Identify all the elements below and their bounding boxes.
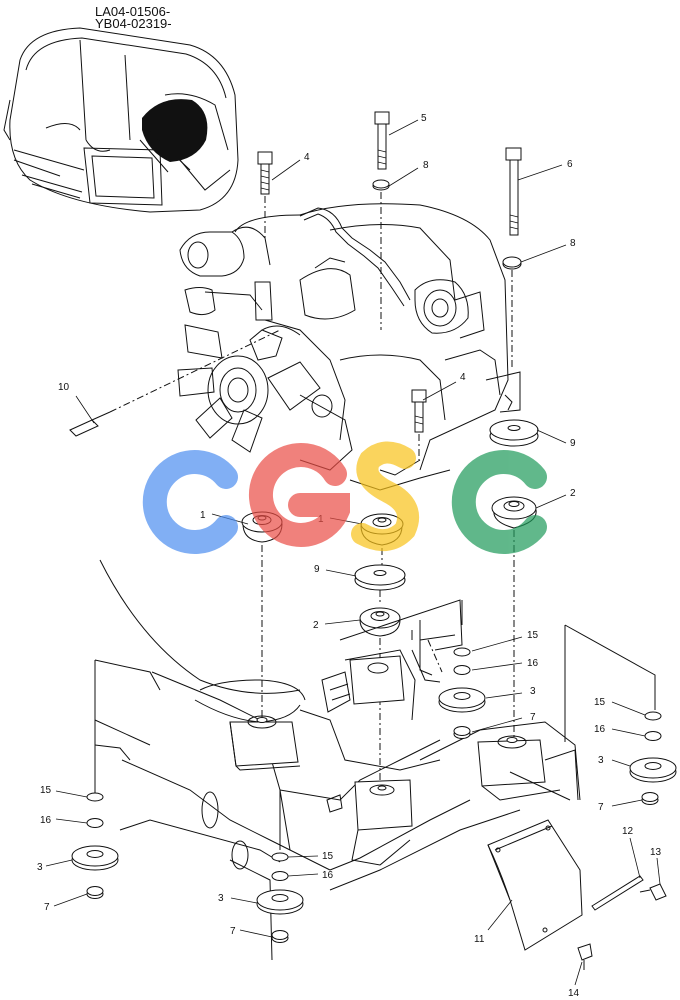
callout-label: 16 [322, 870, 334, 881]
cover-plate-assembly [487, 819, 667, 970]
callout-label: 15 [40, 785, 52, 796]
reference-code-1: LA04-01506- [95, 4, 171, 19]
watermark-logo [142, 441, 547, 554]
callout-label: 16 [594, 724, 606, 735]
callout-label: 16 [40, 815, 52, 826]
callout-label: 1 [200, 510, 206, 521]
callout-label: 2 [313, 620, 319, 631]
callout-label: 14 [568, 988, 580, 999]
callout-labels: 4 5 8 6 8 4 10 9 2 1 1 9 2 15 16 3 7 15 … [37, 113, 662, 999]
callout-label: 4 [304, 152, 310, 163]
callout-label: 4 [460, 372, 466, 383]
washer-stack-left [71, 792, 119, 899]
callout-label: 12 [622, 826, 634, 837]
callout-label: 3 [598, 755, 604, 766]
engine-block [177, 203, 521, 491]
callout-label: 15 [594, 697, 606, 708]
callout-label: 7 [230, 926, 236, 937]
callout-label: 8 [570, 238, 576, 249]
callout-label: 7 [598, 802, 604, 813]
callout-label: 7 [44, 902, 50, 913]
washer-stack-bottom-center [256, 852, 304, 943]
washer-stack-right [629, 711, 677, 805]
callout-label: 9 [314, 564, 320, 575]
callout-label: 2 [570, 488, 576, 499]
watermark-letter-c [451, 450, 547, 554]
callout-label: 13 [650, 847, 662, 858]
upper-fasteners [69, 111, 522, 460]
reference-code-2: YB04-02319- [95, 16, 172, 31]
callout-label: 3 [37, 862, 43, 873]
washer-stack-center-right [438, 647, 486, 739]
callout-label: 3 [530, 686, 536, 697]
watermark-letter-s [351, 441, 420, 551]
callout-label: 7 [530, 712, 536, 723]
callout-label: 16 [527, 658, 539, 669]
machine-frame [94, 559, 656, 961]
machine-thumbnail [3, 27, 239, 213]
callout-label: 11 [474, 934, 485, 945]
callout-label: 8 [423, 160, 429, 171]
callout-label: 15 [322, 851, 334, 862]
callout-label: 5 [421, 113, 427, 124]
watermark-letter-g [248, 442, 350, 547]
callout-label: 9 [570, 438, 576, 449]
callout-label: 6 [567, 159, 573, 170]
watermark-letter-c [142, 450, 238, 554]
callout-label: 15 [527, 630, 539, 641]
callout-label: 10 [58, 382, 70, 393]
callout-label: 3 [218, 893, 224, 904]
